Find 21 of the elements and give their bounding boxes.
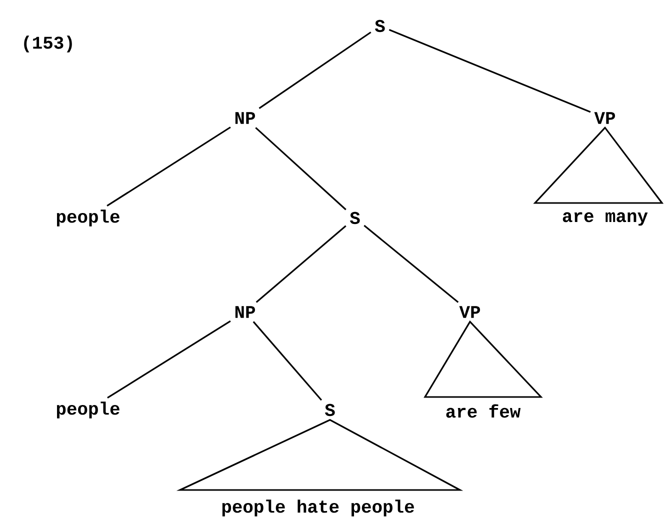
branch-line: [107, 320, 231, 399]
branch-line: [252, 321, 322, 401]
tree-label: NP: [235, 306, 255, 318]
branch-line: [256, 225, 346, 303]
tree-label: NP: [235, 112, 255, 124]
tree-label: people hate people: [222, 500, 414, 516]
branch-line: [255, 127, 346, 210]
branch-line: [388, 29, 591, 113]
tree-label: S: [350, 212, 360, 224]
tree-label: people: [56, 210, 120, 226]
tree-label: people: [56, 402, 120, 418]
tree-label: are many: [562, 212, 648, 226]
branch-line: [258, 32, 372, 109]
example-number: (153): [24, 36, 72, 52]
branch-line: [106, 126, 231, 207]
branch-line: [364, 224, 459, 303]
tree-label: VP: [594, 112, 615, 124]
tree-label: S: [374, 20, 385, 32]
tree-label: VP: [459, 306, 480, 318]
tree-label: are few: [446, 404, 521, 418]
tree-label: S: [324, 404, 335, 416]
